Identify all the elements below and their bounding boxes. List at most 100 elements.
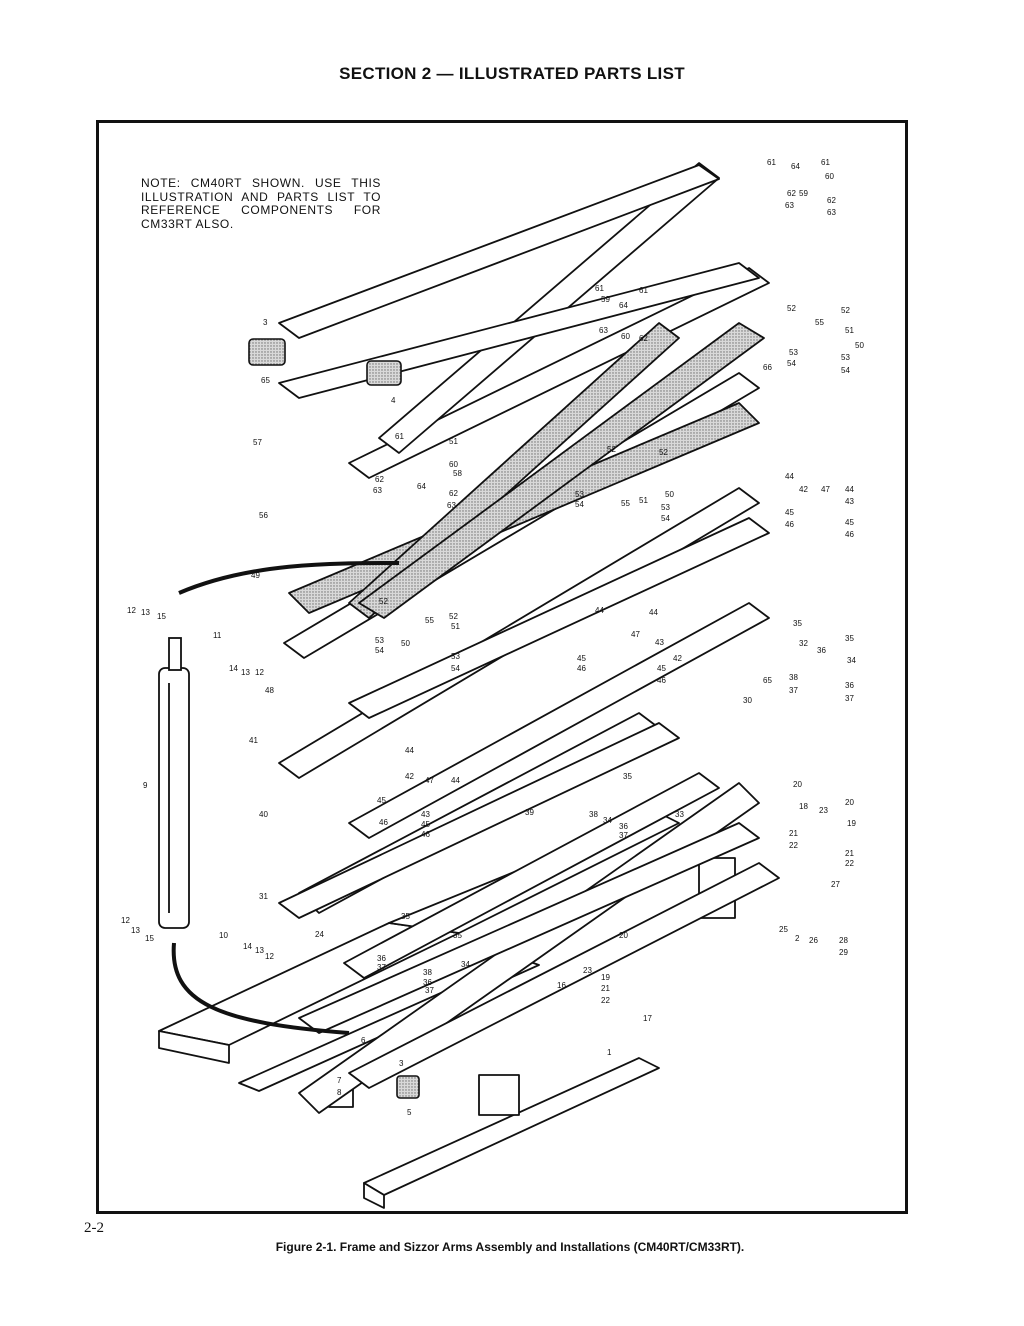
part-callout: 35 [623,772,632,781]
part-callout: 12 [265,952,274,961]
part-callout: 22 [845,859,854,868]
part-callout: 29 [839,948,848,957]
part-callout: 62 [375,475,384,484]
part-callout: 46 [845,530,854,539]
part-callout: 21 [789,829,798,838]
part-callout: 27 [831,880,840,889]
part-callout: 22 [789,841,798,850]
part-callout: 63 [373,486,382,495]
part-callout: 52 [659,448,668,457]
part-callout: 57 [253,438,262,447]
part-callout: 51 [639,496,648,505]
part-callout: 25 [779,925,788,934]
part-callout: 60 [449,460,458,469]
part-callout: 35 [793,619,802,628]
part-callout: 41 [249,736,258,745]
part-callout: 31 [259,892,268,901]
part-callout: 43 [845,497,854,506]
part-callout: 62 [827,196,836,205]
part-callout: 54 [575,500,584,509]
part-callout: 56 [259,511,268,520]
part-callout: 4 [391,396,396,405]
part-callout: 46 [379,818,388,827]
part-callout: 38 [423,968,432,977]
figure-caption: Figure 2-1. Frame and Sizzor Arms Assemb… [275,1240,745,1254]
part-callout: 12 [127,606,136,615]
part-callout: 45 [377,796,386,805]
part-callout: 43 [655,638,664,647]
part-callout: 20 [845,798,854,807]
part-callout: 63 [599,326,608,335]
scissor-arms [278,162,780,1114]
part-callout: 61 [639,286,648,295]
part-callout: 64 [619,301,628,310]
part-callout: 49 [251,571,260,580]
bracket-blocks [248,338,420,1099]
part-callout: 58 [453,469,462,478]
part-callout: 45 [657,664,666,673]
part-callout: 36 [619,822,628,831]
part-callout: 13 [241,668,250,677]
part-callout: 63 [447,501,456,510]
part-callout: 45 [577,654,586,663]
part-callout: 12 [255,668,264,677]
part-callout: 65 [261,376,270,385]
part-callout: 12 [121,916,130,925]
part-callout: 37 [845,694,854,703]
part-callout: 2 [795,934,800,943]
part-callout: 39 [525,808,534,817]
part-callout: 61 [595,284,604,293]
part-callout: 59 [601,295,610,304]
part-callout: 47 [425,776,434,785]
part-callout: 62 [639,334,648,343]
part-callout: 10 [219,931,228,940]
part-callout: 52 [787,304,796,313]
part-callout: 44 [845,485,854,494]
part-callout: 20 [619,931,628,940]
part-callout: 33 [675,810,684,819]
part-callout: 53 [789,348,798,357]
part-callout: 44 [451,776,460,785]
part-callout: 50 [855,341,864,350]
part-callout: 34 [847,656,856,665]
part-callout: 17 [643,1014,652,1023]
part-callout: 13 [255,946,264,955]
part-callout: 5 [407,1108,412,1117]
part-callout: 62 [449,489,458,498]
part-callout: 52 [449,612,458,621]
part-callout: 21 [845,849,854,858]
part-callout: 55 [815,318,824,327]
part-callout: 1 [607,1048,612,1057]
part-callout: 9 [143,781,148,790]
part-callout: 48 [265,686,274,695]
part-callout: 61 [821,158,830,167]
part-callout: 65 [763,676,772,685]
part-callout: 18 [799,802,808,811]
parts-drawing: 61 64 61 60 62 59 62 63 63 61 59 64 61 5… [121,158,864,1209]
part-callout: 37 [377,963,386,972]
part-callout: 53 [841,353,850,362]
part-callout: 35 [845,634,854,643]
part-callout: 61 [767,158,776,167]
part-callout: 13 [141,608,150,617]
part-callout: 53 [451,652,460,661]
part-callout: 60 [621,332,630,341]
part-callout: 28 [839,936,848,945]
part-callout: 42 [799,485,808,494]
part-callout: 44 [405,746,414,755]
part-callout: 54 [375,646,384,655]
part-callout: 36 [423,978,432,987]
figure-frame: NOTE: CM40RT SHOWN. USE THIS ILLUSTRATIO… [96,120,908,1214]
part-callout: 61 [395,432,404,441]
part-callout: 15 [145,934,154,943]
part-callout: 37 [425,986,434,995]
part-callout: 54 [841,366,850,375]
figure-note: NOTE: CM40RT SHOWN. USE THIS ILLUSTRATIO… [141,176,381,231]
part-callout: 51 [449,437,458,446]
part-callout: 40 [259,810,268,819]
part-callout: 54 [661,514,670,523]
lift-cylinder [158,561,400,1035]
part-callout: 24 [315,930,324,939]
part-callout: 14 [229,664,238,673]
part-callout: 3 [399,1059,404,1068]
